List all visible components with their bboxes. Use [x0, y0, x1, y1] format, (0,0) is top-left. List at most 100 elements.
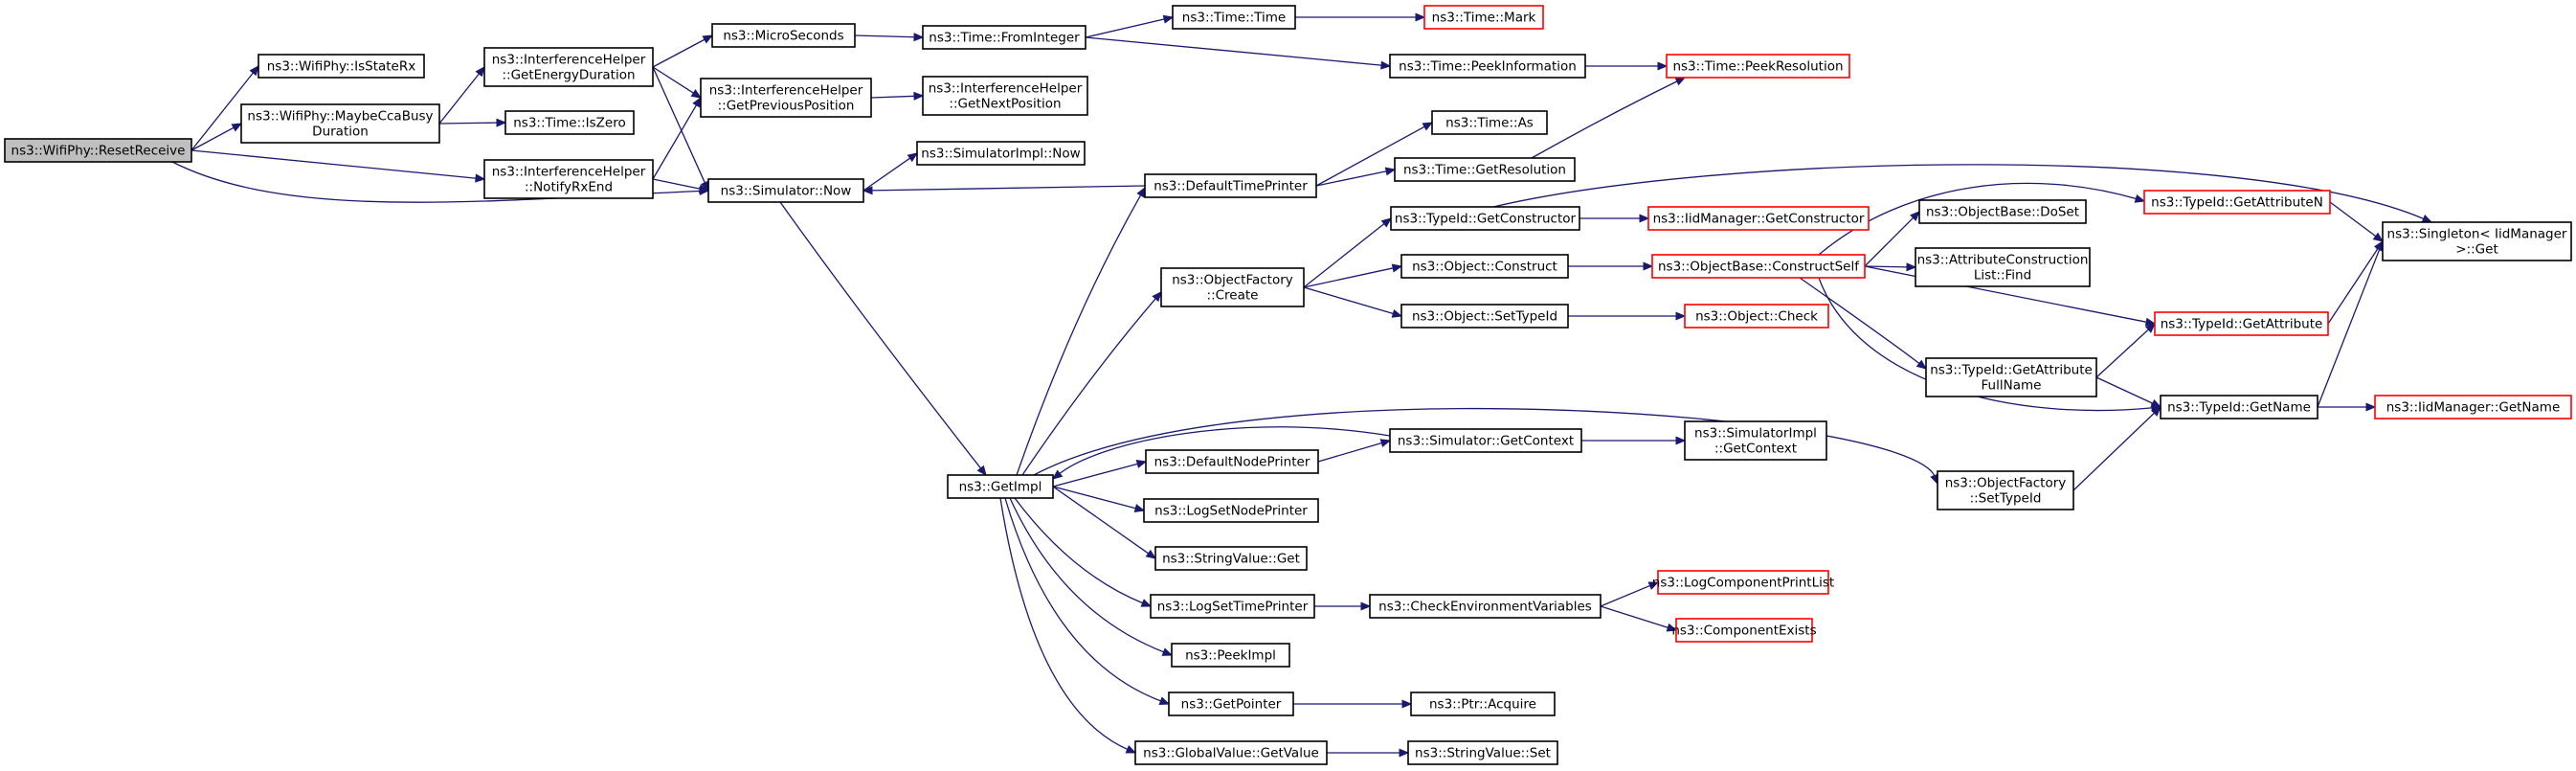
node-box — [2374, 395, 2572, 420]
node-timeMark[interactable]: ns3::Time::Mark — [1423, 5, 1544, 30]
node-doSet[interactable]: ns3::ObjectBase::DoSet — [1918, 199, 2087, 224]
node-isStateRx[interactable]: ns3::WifiPhy::IsStateRx — [258, 54, 425, 79]
node-label: ns3::MicroSeconds — [723, 29, 843, 44]
node-getAttribute[interactable]: ns3::TypeId::GetAttribute — [2154, 311, 2329, 336]
node-label: ns3::DefaultTimePrinter — [1154, 179, 1308, 194]
node-box — [258, 54, 425, 79]
edge-objFactorySetTypeId-to-typeIdGetName — [2072, 406, 2162, 491]
node-simNow[interactable]: ns3::Simulator::Now — [707, 178, 864, 203]
node-objFactoryCreate[interactable]: ns3::ObjectFactory::Create — [1160, 267, 1305, 307]
node-box — [1684, 304, 1829, 329]
node-iidMgrGetCtor[interactable]: ns3::IidManager::GetConstructor — [1647, 206, 1870, 231]
node-singleton[interactable]: ns3::Singleton< IidManager >::Get — [2382, 221, 2572, 261]
edge-logSetTimePrinter-to-checkEnvVars — [1314, 601, 1372, 611]
node-label: >::Get — [2455, 242, 2498, 258]
node-label: ns3::CheckEnvironmentVariables — [1378, 600, 1592, 615]
node-box — [1154, 546, 1308, 571]
node-box — [1400, 304, 1569, 329]
node-box — [1675, 618, 1813, 643]
node-fromInteger[interactable]: ns3::Time::FromInteger — [922, 25, 1086, 50]
node-box — [1937, 470, 2074, 510]
node-label: ns3::ObjectBase::DoSet — [1926, 205, 2079, 220]
node-objCheck[interactable]: ns3::Object::Check — [1684, 304, 1829, 329]
node-ptrAcquire[interactable]: ns3::Ptr::Acquire — [1410, 692, 1556, 716]
node-box — [1389, 428, 1582, 453]
edge-simNow-to-simImplNow — [862, 152, 919, 192]
edge-notifyRxEnd-to-getPrevPos — [652, 96, 702, 180]
node-getEnergy[interactable]: ns3::InterferenceHelper::GetEnergyDurati… — [483, 47, 654, 87]
node-microSeconds[interactable]: ns3::MicroSeconds — [711, 23, 856, 48]
node-objSetTypeId[interactable]: ns3::Object::SetTypeId — [1400, 304, 1569, 329]
edge-root-to-notifyRxEnd — [190, 149, 486, 183]
node-label: FullName — [1982, 378, 2042, 394]
edge-constructSelf-to-doSet — [1864, 211, 1920, 267]
node-logCompPrintList[interactable]: ns3::LogComponentPrintList — [1652, 570, 1834, 595]
node-peekImpl[interactable]: ns3::PeekImpl — [1171, 643, 1290, 668]
node-label: ::GetEnergyDuration — [502, 68, 635, 83]
node-isZero[interactable]: ns3::Time::IsZero — [504, 110, 635, 135]
node-getPrevPos[interactable]: ns3::InterferenceHelper::GetPreviousPosi… — [700, 78, 872, 118]
node-componentExists[interactable]: ns3::ComponentExists — [1671, 618, 1817, 643]
node-logSetTimePrinter[interactable]: ns3::LogSetTimePrinter — [1150, 594, 1315, 619]
node-peekRes[interactable]: ns3::Time::PeekResolution — [1666, 54, 1850, 79]
node-logSetNodePrinter[interactable]: ns3::LogSetNodePrinter — [1143, 498, 1319, 523]
node-globalValueGetValue[interactable]: ns3::GlobalValue::GetValue — [1134, 740, 1328, 765]
edge-timeTime-to-timeMark — [1295, 12, 1426, 22]
node-label: ns3::Time::PeekInformation — [1399, 59, 1577, 75]
node-getPointer[interactable]: ns3::GetPointer — [1168, 692, 1294, 716]
node-stringValueGet[interactable]: ns3::StringValue::Get — [1154, 546, 1308, 571]
node-label: ::Create — [1207, 288, 1259, 304]
node-label: ns3::AttributeConstruction — [1917, 253, 2089, 268]
edge-defaultTimePrinter-to-getResolution — [1315, 167, 1397, 187]
node-stringValueSet[interactable]: ns3::StringValue::Set — [1407, 740, 1558, 765]
node-box — [2154, 311, 2329, 336]
node-label: ns3::Time::As — [1445, 116, 1534, 131]
node-label: ns3::GetImpl — [959, 480, 1042, 495]
node-label: ns3::Object::Check — [1695, 309, 1818, 325]
node-typeIdGetCtor[interactable]: ns3::TypeId::GetConstructor — [1390, 206, 1580, 231]
node-box — [947, 474, 1054, 499]
node-getAttrN[interactable]: ns3::TypeId::GetAttributeN — [2143, 190, 2331, 215]
node-simImplGetContext[interactable]: ns3::SimulatorImpl::GetContext — [1684, 420, 1827, 461]
node-label: ns3::TypeId::GetAttribute — [2161, 317, 2323, 332]
node-getResolution[interactable]: ns3::Time::GetResolution — [1394, 157, 1576, 182]
node-getImpl[interactable]: ns3::GetImpl — [947, 474, 1054, 499]
node-defaultNodePrinter[interactable]: ns3::DefaultNodePrinter — [1145, 449, 1319, 474]
node-typeIdGetName[interactable]: ns3::TypeId::GetName — [2160, 395, 2318, 420]
node-label: ns3::TypeId::GetAttribute — [1930, 363, 2093, 378]
node-peekInfo[interactable]: ns3::Time::PeekInformation — [1389, 54, 1586, 79]
edge-defaultNodePrinter-to-simGetContext — [1317, 439, 1392, 463]
edge-constructSelf-to-getAttribute — [1864, 265, 2157, 327]
node-defaultTimePrinter[interactable]: ns3::DefaultTimePrinter — [1144, 173, 1317, 198]
node-simGetContext[interactable]: ns3::Simulator::GetContext — [1389, 428, 1582, 453]
edge-simGetContext-to-getImpl — [1051, 426, 1391, 480]
node-iidMgrGetName[interactable]: ns3::IidManager::GetName — [2374, 395, 2572, 420]
node-objFactorySetTypeId[interactable]: ns3::ObjectFactory::SetTypeId — [1937, 470, 2074, 510]
edge-getImpl-to-getPointer — [1004, 497, 1171, 705]
node-label: ns3::InterferenceHelper — [492, 165, 646, 180]
node-box — [2143, 190, 2331, 215]
node-getNextPos[interactable]: ns3::InterferenceHelper::GetNextPosition — [922, 76, 1088, 116]
edge-globalValueGetValue-to-stringValueSet — [1327, 748, 1410, 758]
node-objConstruct[interactable]: ns3::Object::Construct — [1400, 254, 1569, 279]
edge-typeIdGetName-to-iidMgrGetName — [2318, 402, 2377, 412]
node-box — [2382, 221, 2572, 261]
node-box — [1915, 247, 2091, 287]
node-label: ns3::IidManager::GetName — [2386, 400, 2561, 416]
node-label: ns3::DefaultNodePrinter — [1154, 455, 1310, 470]
node-timeAs[interactable]: ns3::Time::As — [1431, 110, 1548, 135]
node-root[interactable]: ns3::WifiPhy::ResetReceive — [4, 138, 192, 163]
node-notifyRxEnd[interactable]: ns3::InterferenceHelper::NotifyRxEnd — [483, 159, 654, 199]
node-label: ns3::GetPointer — [1181, 697, 1282, 713]
edge-constructSelf-to-attrConstrFind — [1864, 262, 1917, 272]
node-label: ns3::ObjectFactory — [1945, 476, 2067, 491]
node-label: ns3::WifiPhy::MaybeCcaBusy — [247, 109, 433, 125]
node-constructSelf[interactable]: ns3::ObjectBase::ConstructSelf — [1651, 254, 1866, 279]
node-checkEnvVars[interactable]: ns3::CheckEnvironmentVariables — [1369, 594, 1602, 619]
node-timeTime[interactable]: ns3::Time::Time — [1172, 5, 1296, 30]
node-simImplNow[interactable]: ns3::SimulatorImpl::Now — [916, 141, 1086, 166]
edge-checkEnvVars-to-componentExists — [1600, 605, 1678, 632]
